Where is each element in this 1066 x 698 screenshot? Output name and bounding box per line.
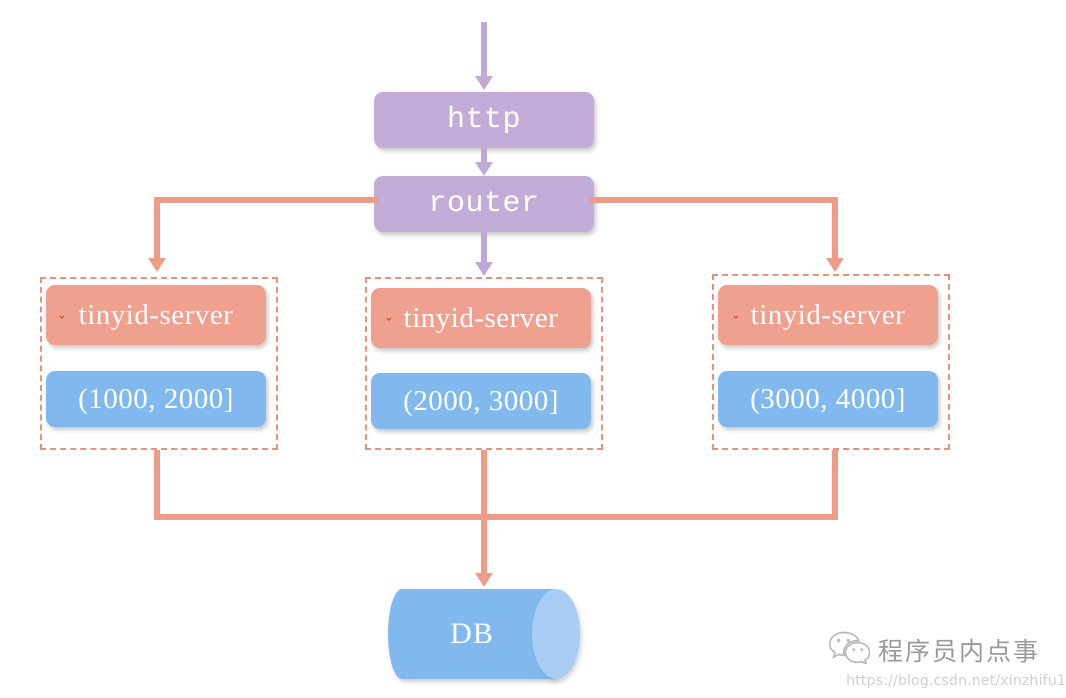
connector-http-to-router <box>481 148 487 166</box>
server-group-3 <box>712 274 950 450</box>
chevron-mark-2: ˇ <box>384 316 394 334</box>
server-group-1 <box>40 277 278 450</box>
watermark-url: https://blog.csdn.net/xinzhifu1 <box>846 673 1066 689</box>
connector-bus-to-db <box>154 514 838 520</box>
arrowhead-router-to-group3 <box>826 258 844 272</box>
watermark-brand: 程序员内点事 <box>878 636 1041 666</box>
node-tinyid-server-3[interactable]: tinyid-server <box>718 285 938 345</box>
node-db-label-wrap: DB <box>388 589 556 679</box>
arrowhead-router-to-group2 <box>475 262 493 276</box>
connector-router-to-group3-vertical <box>832 197 838 262</box>
arrowhead-router-to-group1 <box>148 258 166 272</box>
db-cylinder-body <box>388 589 556 679</box>
node-tinyid-server-3-label: tinyid-server <box>750 298 906 331</box>
chevron-mark-3: ˇ <box>731 314 741 332</box>
connector-inbound-to-http <box>481 22 487 78</box>
connector-bus-to-db-vertical <box>481 514 487 577</box>
node-tinyid-server-1[interactable]: tinyid-server <box>46 285 266 345</box>
arrowhead-inbound-to-http <box>475 76 493 90</box>
connector-group1-to-bus <box>154 450 160 520</box>
watermark: 程序员内点事 https://blog.csdn.net/xinzhifu1 <box>828 630 1066 696</box>
connector-router-to-group2-vertical <box>481 232 487 266</box>
node-db-label: DB <box>450 617 494 650</box>
node-db[interactable]: DB <box>388 589 580 679</box>
connector-router-to-group1-vertical <box>154 197 160 262</box>
node-tinyid-server-2[interactable]: tinyid-server <box>371 288 591 348</box>
node-router[interactable]: router <box>374 176 594 232</box>
node-id-range-3[interactable]: (3000, 4000] <box>718 371 938 427</box>
node-id-range-2[interactable]: (2000, 3000] <box>371 373 591 429</box>
node-tinyid-server-1-label: tinyid-server <box>78 298 234 331</box>
node-id-range-3-label: (3000, 4000] <box>750 382 906 415</box>
watermark-row: 程序员内点事 <box>828 630 1066 669</box>
node-router-label: router <box>428 187 540 221</box>
node-id-range-1[interactable]: (1000, 2000] <box>46 371 266 427</box>
node-id-range-2-label: (2000, 3000] <box>403 384 559 417</box>
connector-router-to-group3-horizontal <box>590 197 838 203</box>
connector-group3-to-bus <box>832 450 838 520</box>
connector-group2-to-bus <box>481 450 487 520</box>
arrowhead-http-to-router <box>475 162 493 176</box>
connector-router-to-group1-horizontal <box>154 197 378 203</box>
node-id-range-1-label: (1000, 2000] <box>78 382 234 415</box>
node-tinyid-server-2-label: tinyid-server <box>403 301 559 334</box>
node-http-label: http <box>446 103 521 137</box>
wechat-icon <box>828 630 871 669</box>
server-group-2 <box>365 277 603 450</box>
node-http[interactable]: http <box>374 92 594 148</box>
db-cylinder-cap <box>532 589 580 679</box>
arrowhead-bus-to-db <box>475 573 493 587</box>
chevron-mark-1: ˇ <box>57 314 67 332</box>
